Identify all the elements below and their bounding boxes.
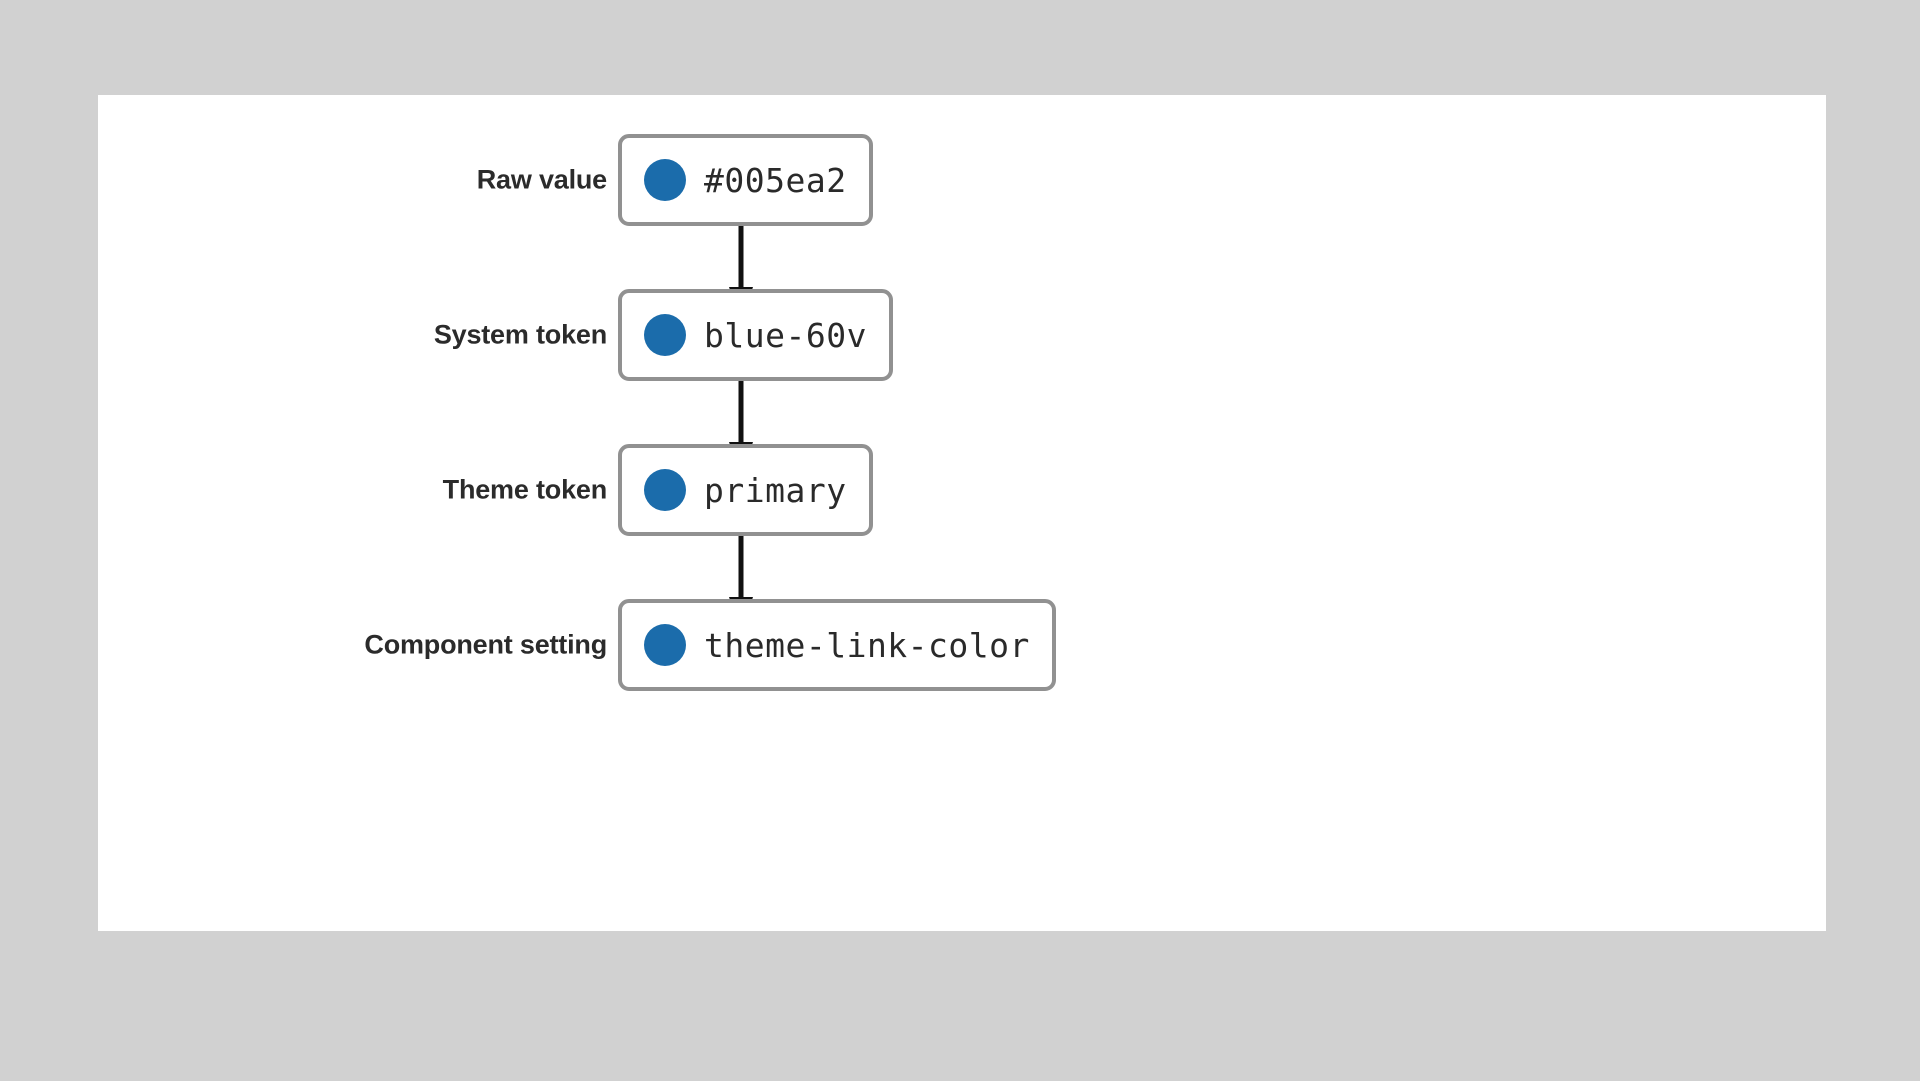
color-swatch-icon (644, 314, 686, 356)
token-flow-diagram: Raw value #005ea2 System token blue-60v … (98, 95, 1826, 931)
color-swatch-icon (644, 159, 686, 201)
flow-label-component-setting: Component setting (364, 629, 607, 660)
flow-node-component-setting[interactable]: theme-link-color (618, 599, 1056, 691)
color-swatch-icon (644, 624, 686, 666)
flow-node-raw-value[interactable]: #005ea2 (618, 134, 873, 226)
flow-node-system-token[interactable]: blue-60v (618, 289, 893, 381)
slide-panel: Raw value #005ea2 System token blue-60v … (98, 95, 1826, 931)
flow-node-value-theme-token: primary (704, 470, 847, 510)
color-swatch-icon (644, 469, 686, 511)
flow-node-value-system-token: blue-60v (704, 315, 867, 355)
flow-label-raw-value: Raw value (476, 164, 607, 195)
flow-node-value-raw-value: #005ea2 (704, 160, 847, 200)
flow-label-theme-token: Theme token (442, 474, 608, 505)
flow-label-system-token: System token (433, 319, 607, 350)
flow-node-value-component-setting: theme-link-color (704, 625, 1030, 665)
flow-node-theme-token[interactable]: primary (618, 444, 873, 536)
